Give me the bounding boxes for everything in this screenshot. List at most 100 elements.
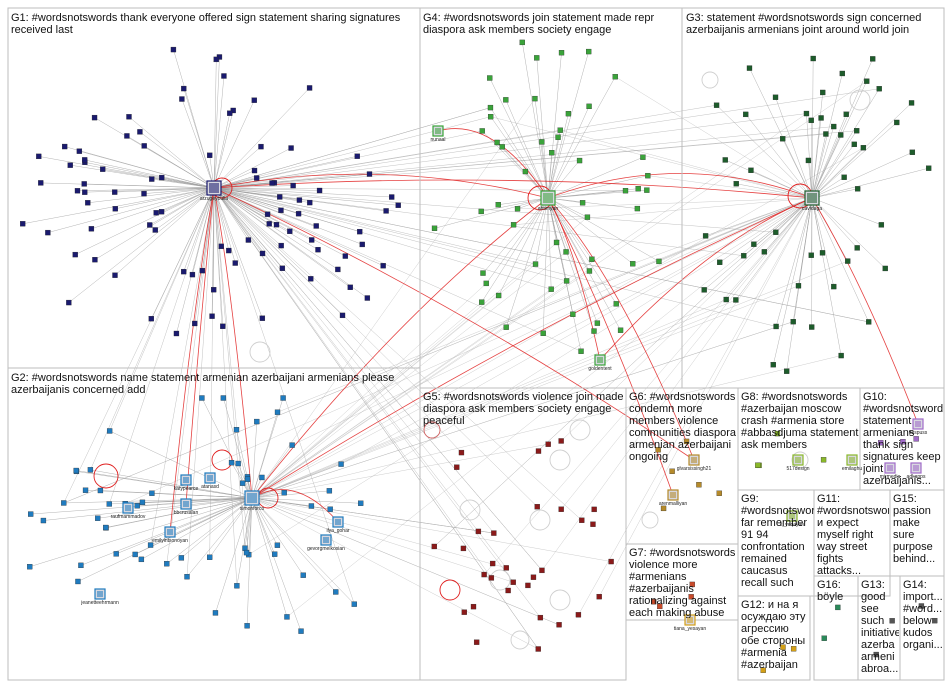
node-g4[interactable] (589, 256, 595, 262)
node-g3[interactable] (723, 296, 729, 303)
node-g4[interactable] (494, 139, 500, 146)
node-g4[interactable] (495, 292, 502, 299)
node-g4[interactable] (586, 268, 593, 274)
node-g3[interactable] (701, 287, 707, 293)
node-g1[interactable] (335, 266, 341, 273)
node-g3[interactable] (748, 167, 754, 173)
node-g4[interactable] (622, 188, 629, 194)
node-g1[interactable] (395, 202, 401, 208)
node-g1[interactable] (147, 222, 153, 228)
node-g1[interactable] (296, 197, 303, 203)
node-g2[interactable] (212, 610, 219, 616)
node-g1[interactable] (211, 287, 217, 293)
node-g3[interactable] (831, 283, 837, 290)
node-g5[interactable] (608, 558, 614, 565)
node-g7[interactable] (689, 581, 695, 588)
node-g1[interactable] (137, 129, 143, 135)
node-g3[interactable] (838, 132, 844, 138)
node-g5[interactable] (530, 574, 537, 580)
node-g13[interactable] (873, 651, 879, 658)
node-g5[interactable] (481, 571, 487, 578)
node-g5[interactable] (431, 543, 437, 550)
node-g16[interactable] (835, 604, 841, 611)
node-g4[interactable] (576, 157, 583, 164)
node-g1[interactable] (354, 153, 360, 159)
node-g2[interactable] (138, 556, 145, 563)
node-g4[interactable] (532, 261, 539, 267)
node-g3[interactable] (882, 265, 888, 272)
node-g3[interactable] (722, 157, 728, 163)
node-g3[interactable] (795, 283, 802, 289)
node-g3[interactable] (733, 297, 739, 303)
node-g4[interactable] (549, 150, 555, 156)
node-g4[interactable] (612, 74, 618, 80)
node-g4[interactable] (479, 299, 485, 305)
node-g1[interactable] (342, 253, 349, 259)
node-g8[interactable] (820, 457, 827, 463)
node-g4[interactable] (594, 320, 601, 326)
node-g3[interactable] (926, 165, 932, 171)
node-g1[interactable] (170, 46, 177, 53)
node-g4[interactable] (557, 127, 563, 133)
node-g2[interactable] (308, 503, 315, 509)
node-g3[interactable] (773, 229, 779, 235)
node-g1[interactable] (277, 194, 283, 200)
node-g3[interactable] (860, 145, 867, 151)
node-g4[interactable] (645, 172, 651, 179)
node-g3[interactable] (713, 102, 720, 108)
node-g12[interactable] (760, 667, 766, 673)
node-g1[interactable] (266, 221, 272, 227)
node-g3[interactable] (878, 222, 885, 228)
node-g3[interactable] (854, 128, 860, 134)
node-g7[interactable] (688, 594, 694, 600)
node-g1[interactable] (221, 73, 227, 79)
node-g2[interactable] (280, 395, 286, 401)
node-g2[interactable] (164, 561, 170, 567)
node-g3[interactable] (831, 123, 837, 130)
node-g2[interactable] (271, 551, 278, 557)
node-g3[interactable] (909, 149, 916, 155)
node-g2[interactable] (281, 490, 287, 496)
node-g1[interactable] (199, 267, 206, 274)
node-g3[interactable] (809, 324, 815, 330)
node-g4[interactable] (586, 48, 592, 55)
node-g1[interactable] (88, 226, 95, 232)
node-g1[interactable] (251, 167, 258, 174)
node-g2[interactable] (113, 551, 119, 557)
node-g2[interactable] (259, 474, 265, 481)
node-g3[interactable] (808, 117, 814, 124)
node-g1[interactable] (67, 162, 73, 168)
node-g1[interactable] (100, 166, 106, 172)
node-g3[interactable] (773, 323, 779, 330)
node-g3[interactable] (741, 253, 747, 259)
node-g1[interactable] (383, 208, 389, 214)
node-g4[interactable] (578, 348, 584, 354)
node-g2[interactable] (106, 428, 113, 434)
node-g2[interactable] (28, 511, 34, 517)
node-g2[interactable] (97, 487, 104, 494)
node-g1[interactable] (227, 110, 233, 116)
node-g3[interactable] (746, 65, 753, 71)
node-g2[interactable] (242, 545, 248, 551)
node-g1[interactable] (347, 284, 353, 290)
node-g1[interactable] (278, 207, 284, 214)
node-g2[interactable] (178, 555, 185, 561)
node-g4[interactable] (591, 328, 597, 334)
node-g5[interactable] (579, 517, 585, 523)
node-g1[interactable] (306, 85, 313, 91)
node-g2[interactable] (103, 524, 109, 531)
node-g1[interactable] (36, 153, 42, 160)
node-g5[interactable] (473, 639, 480, 645)
node-g2[interactable] (326, 488, 333, 494)
node-g5[interactable] (535, 448, 542, 454)
node-g1[interactable] (91, 114, 98, 121)
node-g2[interactable] (184, 574, 190, 580)
node-g4[interactable] (634, 205, 641, 212)
node-g1[interactable] (158, 209, 165, 215)
node-g1[interactable] (273, 221, 280, 228)
node-g5[interactable] (525, 582, 531, 589)
node-g4[interactable] (644, 187, 650, 193)
node-g2[interactable] (300, 572, 306, 578)
node-g6[interactable] (669, 468, 675, 474)
node-g1[interactable] (112, 272, 118, 278)
